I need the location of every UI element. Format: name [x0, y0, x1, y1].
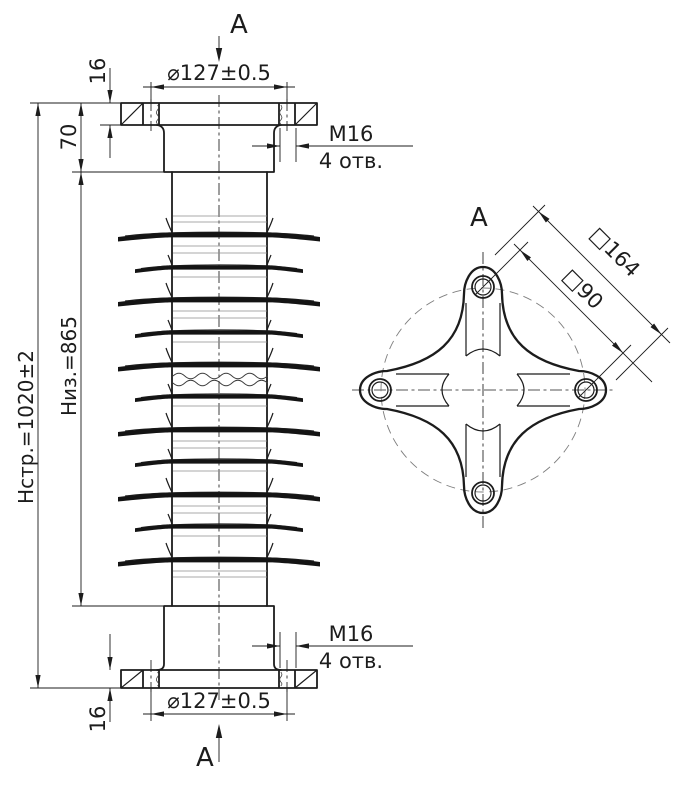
top-view: □164 □90 A — [352, 203, 671, 528]
shed-back-lines — [173, 215, 267, 578]
lobe-ribs — [396, 303, 570, 477]
dim-insulation-height: Низ.=865 — [57, 316, 81, 416]
thread-size-bottom: M16 — [329, 622, 374, 646]
thread-holes-top: 4 отв. — [319, 149, 383, 173]
bolt-holes — [368, 275, 598, 505]
shed-outline-circle — [380, 287, 586, 493]
top-view-label: A — [470, 203, 488, 233]
thread-size-top: M16 — [329, 122, 374, 146]
core-sheath — [171, 171, 268, 607]
front-view: ⌀127±0.5 ⌀127±0.5 Нстр.=1020±2 Низ.=865 … — [14, 10, 413, 773]
top-flange — [120, 102, 318, 173]
dim-total-height: Нстр.=1020±2 — [14, 350, 38, 504]
dim-neck-offset: 70 — [57, 124, 81, 151]
dim-flange-diameter-bottom: ⌀127±0.5 — [167, 689, 271, 713]
break-lines — [172, 372, 268, 387]
dim-flange-thickness-top: 16 — [86, 58, 110, 85]
thread-holes-bottom: 4 отв. — [319, 649, 383, 673]
dim-flange-thickness-bottom: 16 — [86, 706, 110, 733]
dim-bolt-square: □90 — [558, 264, 608, 314]
dim-outer-square: □164 — [585, 222, 644, 281]
bottom-flange — [120, 605, 318, 689]
section-arrow-label-bottom: A — [196, 743, 214, 773]
dim-flange-diameter-top: ⌀127±0.5 — [167, 61, 271, 85]
section-arrow-label-top: A — [230, 10, 248, 40]
flange-outline — [358, 265, 608, 515]
square-dimension-lines — [474, 204, 671, 399]
